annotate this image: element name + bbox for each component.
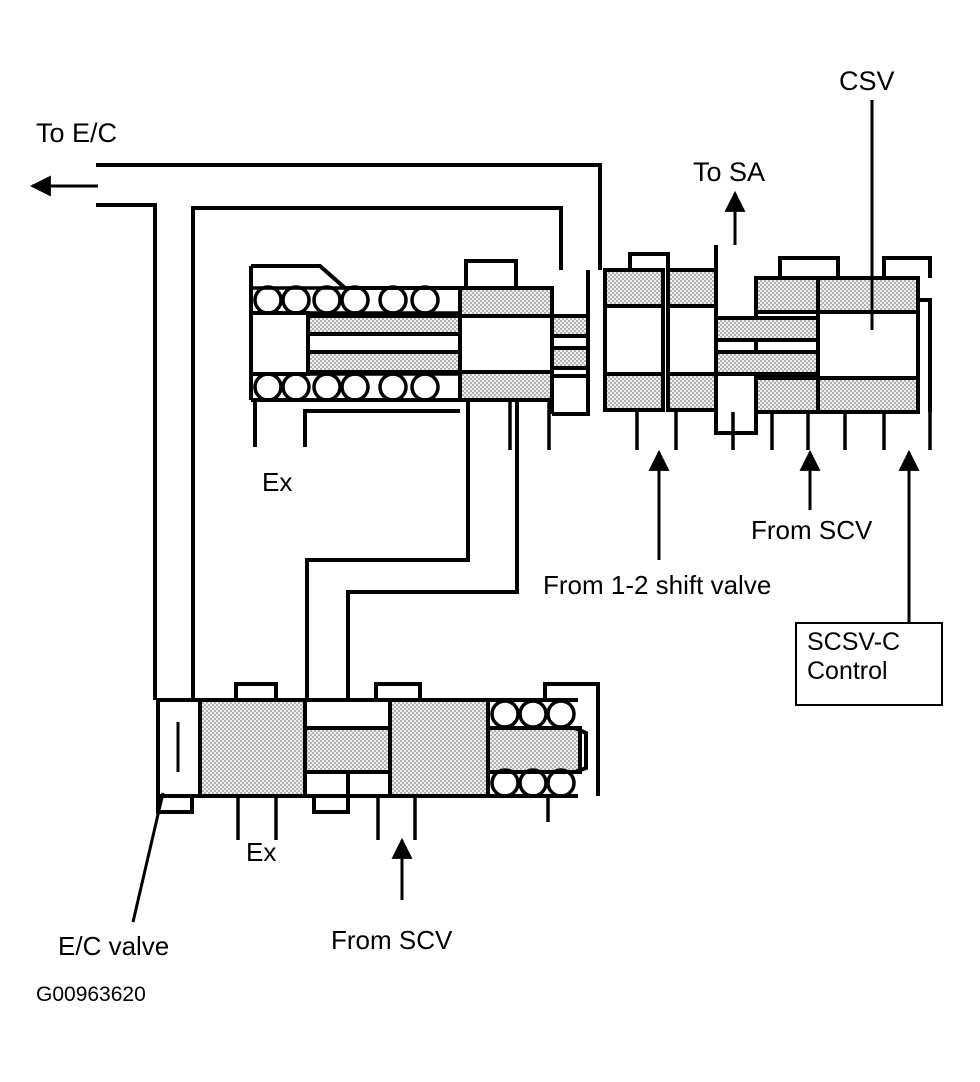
lower-land-b xyxy=(388,698,490,798)
label-to-sa: To SA xyxy=(693,157,766,187)
upper-spring-coils-top xyxy=(251,285,460,315)
upper-land-2 xyxy=(603,268,665,412)
label-from-1-2-shift-valve: From 1-2 shift valve xyxy=(543,570,772,600)
left-inner-return-line xyxy=(191,206,563,700)
lower-spring-cap xyxy=(574,726,588,774)
upper-center-passage xyxy=(714,245,758,435)
label-ex-lower: Ex xyxy=(246,837,277,867)
mid-route-a xyxy=(305,400,470,700)
upper-land-1 xyxy=(458,286,554,402)
label-csv: CSV xyxy=(839,66,895,96)
scsv-c-control-box[interactable]: SCSV-C Control xyxy=(795,622,943,706)
upper-port-stems xyxy=(508,400,932,450)
upper-land-5 xyxy=(816,276,920,414)
upper-spool-stem xyxy=(306,314,462,374)
upper-neck-1 xyxy=(550,270,590,416)
upper-inner-chamber xyxy=(249,311,310,376)
lower-port-nub-a xyxy=(234,682,278,700)
scsv-c-control-line-2: Control xyxy=(807,656,888,685)
upper-port-nub-4 xyxy=(778,256,840,278)
upper-port-nub-1 xyxy=(464,259,518,288)
label-ec-valve: E/C valve xyxy=(58,931,170,961)
upper-land-4 xyxy=(714,276,820,414)
label-from-scv-lower: From SCV xyxy=(331,925,453,955)
scsv-c-control-line-1: SCSV-C xyxy=(807,628,901,656)
upper-port-nub-2 xyxy=(628,252,670,270)
to-ec-line xyxy=(96,163,602,270)
mid-route-b xyxy=(346,400,519,700)
left-outer-return-line xyxy=(96,203,157,700)
lower-spring-section xyxy=(486,698,582,798)
upper-spring-coils-bottom xyxy=(251,372,460,402)
lower-port-stems xyxy=(236,796,550,840)
label-ex-upper: Ex xyxy=(262,467,293,497)
upper-land-3 xyxy=(666,268,718,412)
upper-port-nub-5 xyxy=(882,256,932,412)
figure-id-code: G00963620 xyxy=(36,983,146,1006)
lower-body-outline xyxy=(158,698,545,798)
lower-port-nub-b xyxy=(374,682,422,700)
label-to-ec: To E/C xyxy=(36,118,118,148)
upper-ex-drain-right xyxy=(303,409,460,447)
lower-spring-coils-top xyxy=(488,699,578,730)
lower-land-a xyxy=(198,698,307,798)
ec-valve-leader xyxy=(131,792,165,923)
label-from-scv-upper: From SCV xyxy=(751,515,873,545)
lower-body-right-wall xyxy=(543,682,600,796)
